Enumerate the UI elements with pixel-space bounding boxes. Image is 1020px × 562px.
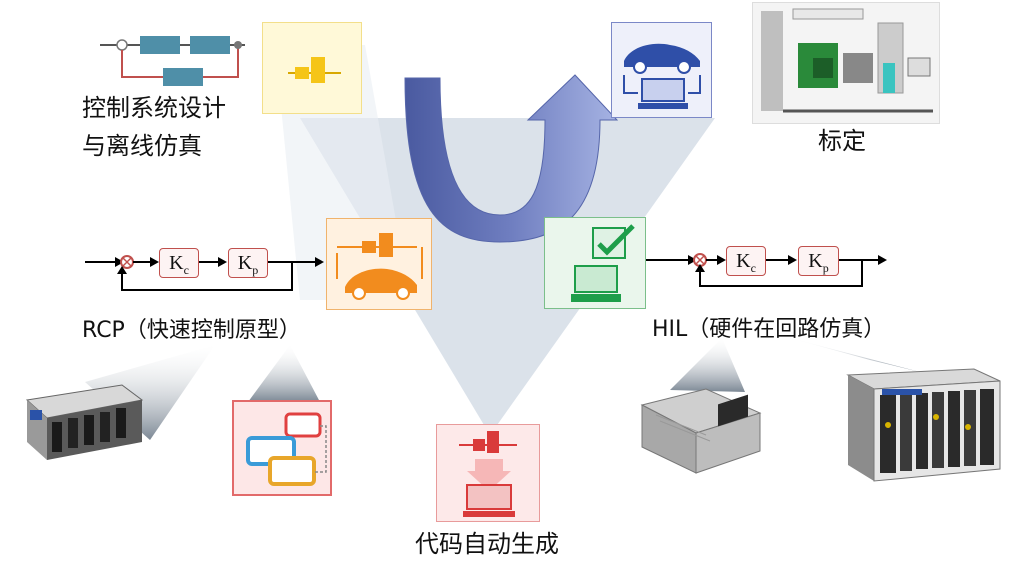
kp-block-hil: Kp bbox=[798, 246, 839, 276]
kp-block-rcp: Kp bbox=[228, 248, 268, 278]
codegen-tile bbox=[436, 424, 540, 522]
codegen-label: 代码自动生成 bbox=[415, 530, 559, 558]
car-on-monitor-icon bbox=[623, 43, 701, 109]
hil-check-icon bbox=[571, 224, 635, 302]
calibration-tile bbox=[611, 22, 712, 118]
kc-block-hil: Kc bbox=[726, 246, 766, 276]
hil-chassis-image bbox=[844, 365, 1002, 485]
model-diagram-image bbox=[232, 400, 332, 496]
kc-block-rcp: Kc bbox=[159, 248, 199, 278]
rcp-car-icon bbox=[336, 233, 423, 300]
control-design-label-line1: 控制系统设计 bbox=[82, 94, 226, 122]
ecu-hardware-image bbox=[636, 385, 764, 477]
hil-label: HIL（硬件在回路仿真） bbox=[652, 317, 886, 342]
calibration-label: 标定 bbox=[818, 127, 866, 155]
rcp-tile bbox=[326, 218, 432, 310]
hil-tile bbox=[544, 217, 646, 309]
control-design-label-line2: 与离线仿真 bbox=[82, 132, 202, 160]
rcp-hardware-image bbox=[22, 380, 147, 462]
calibration-bench-image bbox=[752, 2, 940, 124]
codegen-icon bbox=[459, 431, 517, 517]
design-tile bbox=[262, 22, 362, 114]
rcp-label: RCP（快速控制原型） bbox=[82, 318, 301, 343]
design-block-icon bbox=[288, 57, 341, 83]
